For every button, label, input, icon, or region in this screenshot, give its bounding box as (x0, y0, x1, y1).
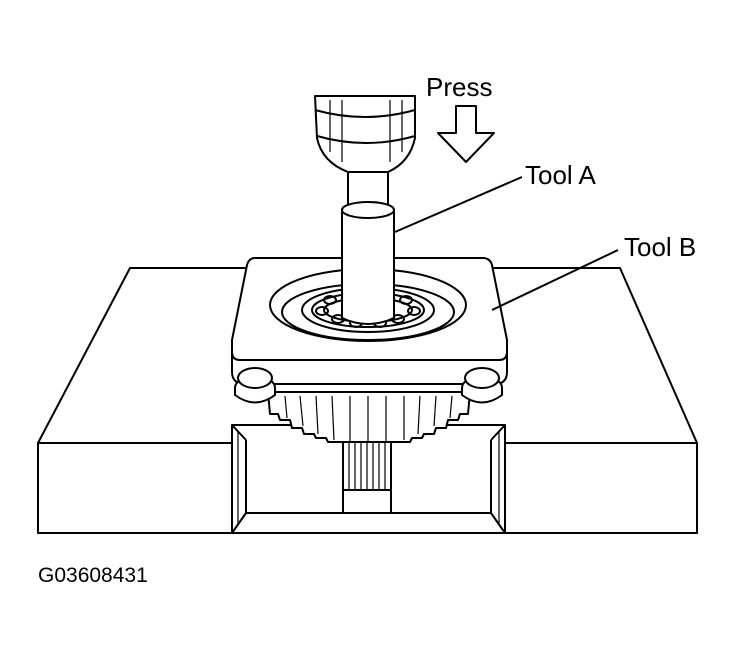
plate-bolt-left (234, 367, 276, 404)
tool-a-label: Tool A (525, 160, 596, 190)
tool-a-leader (394, 176, 523, 233)
shaft (342, 437, 392, 514)
press-label: Press (426, 72, 492, 102)
tool-a (341, 167, 395, 325)
gear (267, 391, 471, 443)
press-arrow-icon (437, 105, 495, 163)
figure-code: G03608431 (38, 564, 148, 587)
tool-b-leader (491, 249, 619, 311)
plate-bolt-right (461, 367, 503, 404)
tool-b-label: Tool B (624, 232, 696, 262)
press-ram (314, 95, 416, 173)
